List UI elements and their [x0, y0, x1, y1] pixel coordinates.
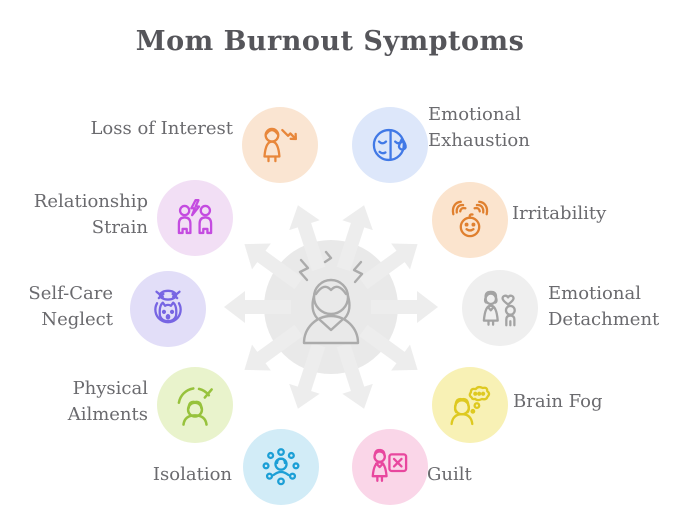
declining-trend-woman-icon — [263, 127, 298, 163]
page-title: Mom Burnout Symptoms — [135, 26, 525, 57]
woman-crossed-board-icon — [371, 448, 408, 482]
person-surrounded-dots-icon — [262, 448, 300, 486]
symptom-circle-isolation — [243, 429, 319, 505]
symptom-label-brain-fog: Brain Fog — [513, 390, 603, 412]
stressed-mom-icon — [298, 250, 364, 345]
symptom-circle-irritability — [432, 182, 508, 258]
symptom-label-irritability: Irritability — [512, 202, 607, 224]
two-people-lightning-icon — [177, 199, 213, 235]
symptom-label-self-care-neglect: Self-Care Neglect — [28, 282, 113, 330]
symptom-circle-emotional-detachment — [462, 270, 538, 346]
hub-circle — [264, 240, 398, 374]
woman-thought-bubble-icon — [450, 385, 491, 426]
symptom-label-physical-ailments: Physical Ailments — [67, 377, 148, 425]
pain-gauge-person-icon — [177, 387, 213, 426]
symptom-label-loss-of-interest: Loss of Interest — [90, 117, 233, 139]
symptom-circle-loss-of-interest — [242, 107, 318, 183]
radiating-arrows — [224, 205, 438, 409]
symptom-circle-relationship-strain — [157, 180, 233, 256]
symptom-circle-physical-ailments — [157, 367, 233, 443]
messy-bun-face-icon — [154, 289, 182, 324]
mother-child-heart-icon — [482, 290, 516, 327]
symptom-label-emotional-exhaustion: Emotional Exhaustion — [428, 103, 530, 151]
symptom-circle-guilt — [352, 429, 428, 505]
symptom-circle-brain-fog — [432, 367, 508, 443]
symptom-label-guilt: Guilt — [427, 463, 472, 485]
symptom-label-relationship-strain: Relationship Strain — [33, 190, 148, 238]
hands-over-baby-face-icon — [451, 200, 489, 238]
tired-crying-face-icon — [372, 128, 407, 162]
burnout-hub-graphic — [224, 205, 438, 409]
symptom-label-isolation: Isolation — [152, 463, 232, 485]
symptom-circle-self-care-neglect — [130, 271, 206, 347]
symptom-label-emotional-detachment: Emotional Detachment — [548, 282, 660, 330]
symptom-circle-emotional-exhaustion — [352, 107, 428, 183]
